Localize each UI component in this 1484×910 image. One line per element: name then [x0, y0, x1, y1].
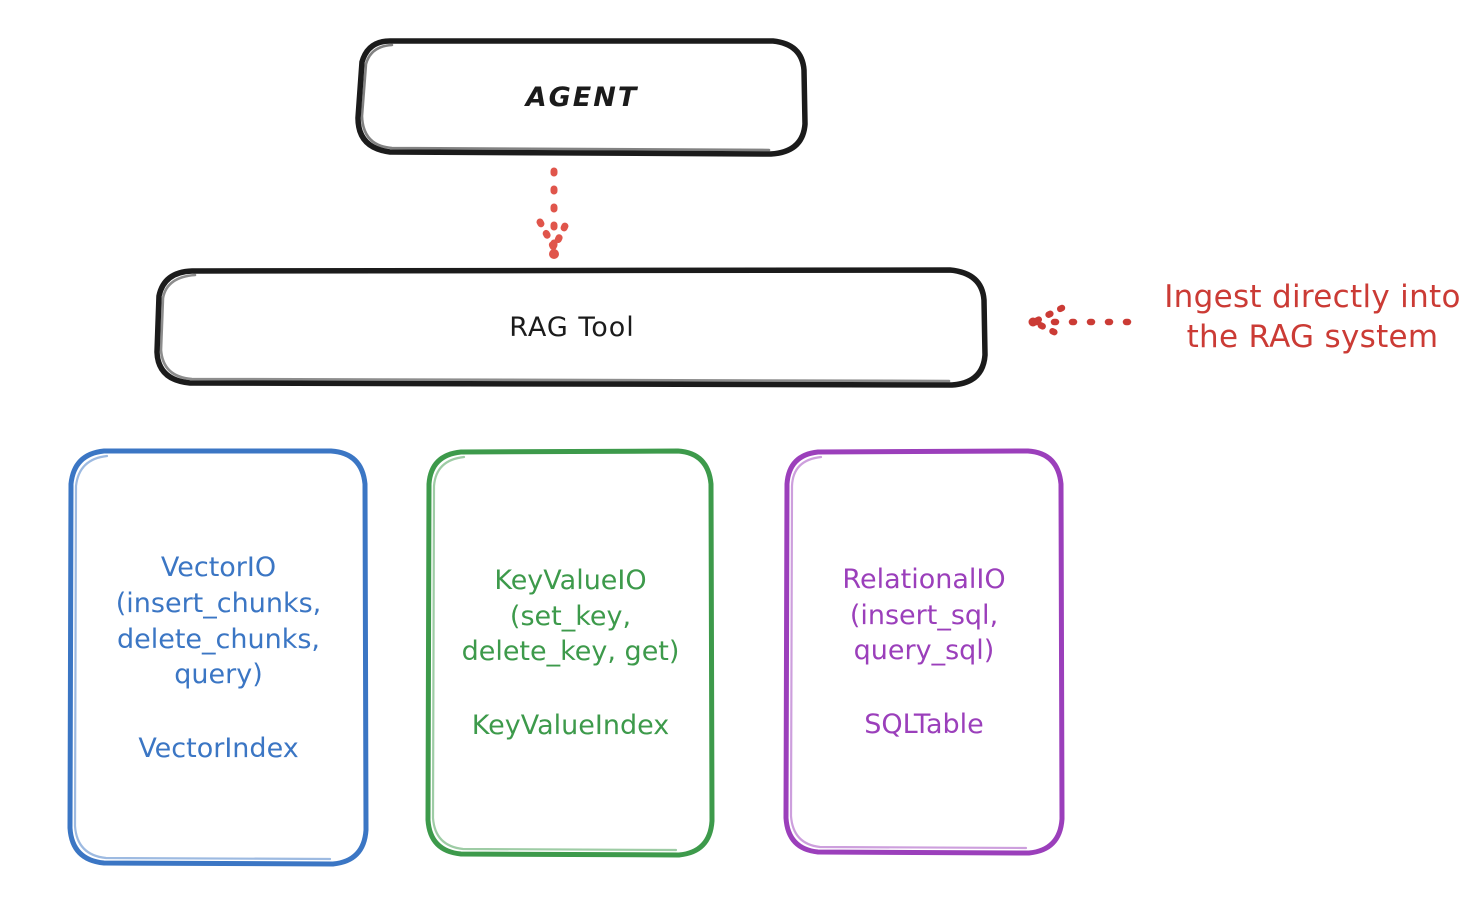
vector-io-index-label: VectorIndex — [138, 732, 299, 764]
vector-io-api-label: VectorIO (insert_chunks, delete_chunks, … — [115, 552, 322, 691]
key-value-io-index-label: KeyValueIndex — [471, 709, 670, 741]
vector-io-node[interactable]: VectorIO (insert_chunks, delete_chunks, … — [70, 450, 367, 864]
key-value-io-node[interactable]: KeyValueIO (set_key, delete_key, get) Ke… — [428, 450, 713, 854]
relational-io-index-label: SQLTable — [864, 708, 984, 740]
agent-node[interactable]: AGENT — [357, 40, 807, 155]
rag-tool-node-label: RAG Tool — [509, 311, 635, 343]
agent-to-rag-tool-arrow — [536, 167, 572, 259]
relational-io-node[interactable]: RelationalIO (insert_sql, query_sql) SQL… — [786, 450, 1062, 852]
ingest-annotation-label: Ingest directly into the RAG system — [1164, 279, 1461, 355]
rag-tool-node[interactable]: RAG Tool — [157, 270, 987, 384]
relational-io-api-label: RelationalIO (insert_sql, query_sql) — [842, 564, 1006, 667]
annotation-arrow — [1026, 304, 1132, 340]
key-value-io-api-label: KeyValueIO (set_key, delete_key, get) — [461, 565, 680, 668]
agent-node-label: AGENT — [525, 82, 639, 113]
